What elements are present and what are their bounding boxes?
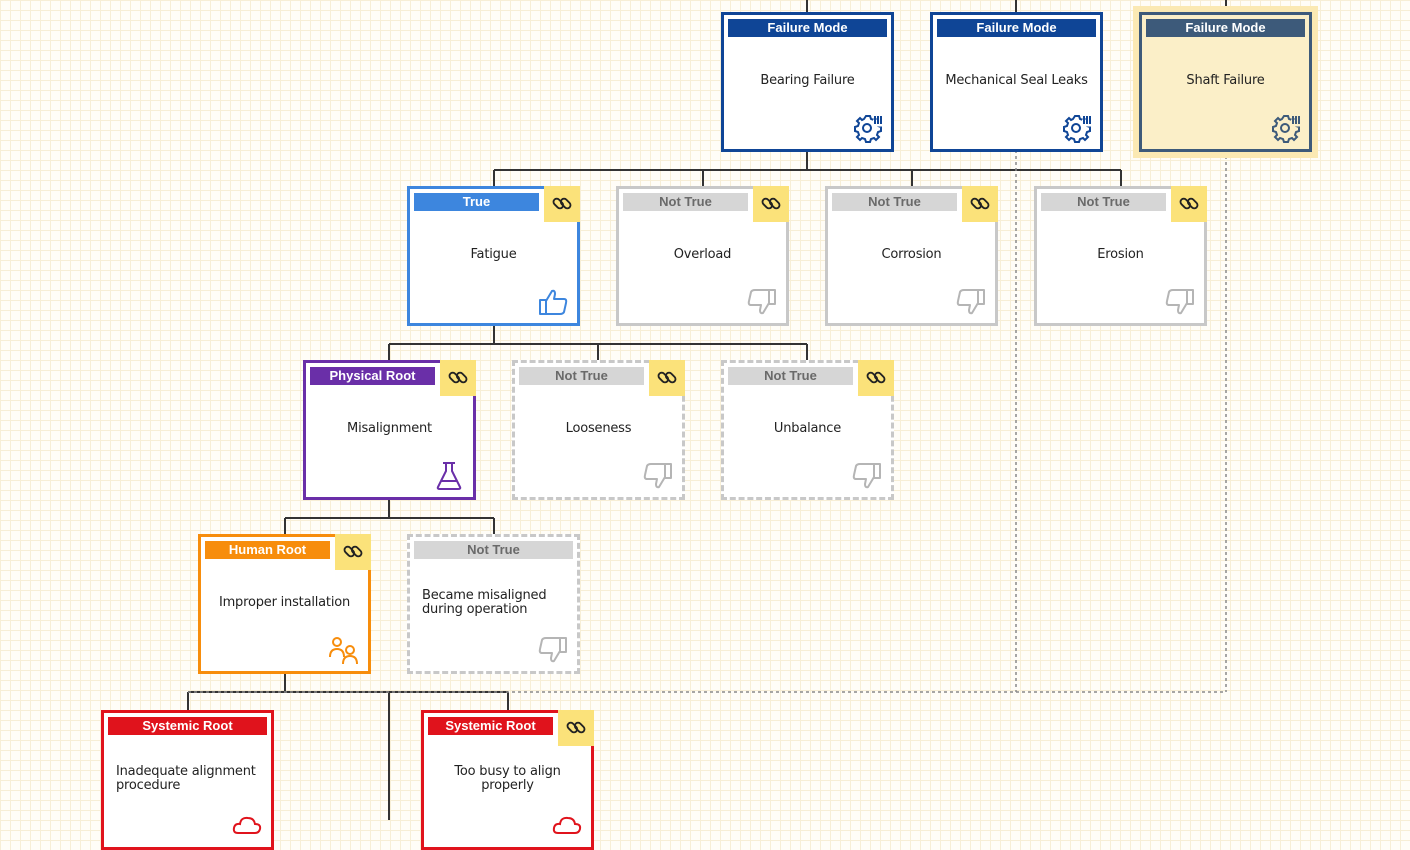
link-icon[interactable] (544, 186, 580, 222)
node-type-header: Systemic Root (108, 717, 267, 735)
node-title: Looseness (565, 421, 632, 436)
node-type-header: Not True (519, 367, 644, 385)
node-shaft-failure[interactable]: Failure Mode Shaft Failure (1139, 12, 1312, 152)
node-type-header: Failure Mode (1146, 19, 1305, 37)
node-type-header: Not True (1041, 193, 1166, 211)
link-icon[interactable] (753, 186, 789, 222)
thumbs-down-icon (1164, 287, 1196, 317)
node-improper-installation[interactable]: Human Root Improper installation (198, 534, 371, 674)
node-type-header: Not True (414, 541, 573, 559)
node-title: Mechanical Seal Leaks (945, 73, 1088, 88)
gear-chart-icon (1269, 113, 1301, 143)
thumbs-down-icon (851, 461, 883, 491)
node-type-header: True (414, 193, 539, 211)
node-unbalance[interactable]: Not True Unbalance (721, 360, 894, 500)
node-type-header: Failure Mode (728, 19, 887, 37)
gear-chart-icon (1060, 113, 1092, 143)
node-title: Corrosion (881, 247, 942, 262)
node-type-header: Failure Mode (937, 19, 1096, 37)
node-type-header: Systemic Root (428, 717, 553, 735)
thumbs-down-icon (955, 287, 987, 317)
node-title: Fatigue (470, 247, 517, 262)
node-type-header: Physical Root (310, 367, 435, 385)
link-icon[interactable] (649, 360, 685, 396)
cloud-icon (231, 811, 263, 841)
link-icon[interactable] (440, 360, 476, 396)
link-icon[interactable] (962, 186, 998, 222)
node-erosion[interactable]: Not True Erosion (1034, 186, 1207, 326)
link-icon[interactable] (1171, 186, 1207, 222)
cloud-icon (551, 811, 583, 841)
thumbs-up-icon (537, 287, 569, 317)
node-overload[interactable]: Not True Overload (616, 186, 789, 326)
node-title: Overload (673, 247, 732, 262)
node-inadequate-alignment-procedure[interactable]: Systemic Root Inadequate alignment proce… (101, 710, 274, 850)
node-bearing-failure[interactable]: Failure Mode Bearing Failure (721, 12, 894, 152)
node-title: Inadequate alignment procedure (116, 764, 256, 793)
node-type-header: Human Root (205, 541, 330, 559)
node-corrosion[interactable]: Not True Corrosion (825, 186, 998, 326)
node-title: Improper installation (218, 595, 351, 610)
node-too-busy-to-align[interactable]: Systemic Root Too busy to align properly (421, 710, 594, 850)
thumbs-down-icon (642, 461, 674, 491)
node-title: Erosion (1097, 247, 1144, 262)
link-icon[interactable] (335, 534, 371, 570)
gear-chart-icon (851, 113, 883, 143)
link-icon[interactable] (558, 710, 594, 746)
node-misalignment[interactable]: Physical Root Misalignment (303, 360, 476, 500)
node-type-header: Not True (728, 367, 853, 385)
node-type-header: Not True (623, 193, 748, 211)
people-icon (328, 635, 360, 665)
node-title: Too busy to align properly (454, 764, 561, 793)
node-title: Shaft Failure (1186, 73, 1265, 88)
node-title: Became misaligned during operation (422, 588, 547, 617)
node-title: Misalignment (347, 421, 432, 436)
node-mechanical-seal-leaks[interactable]: Failure Mode Mechanical Seal Leaks (930, 12, 1103, 152)
node-title: Unbalance (773, 421, 842, 436)
node-looseness[interactable]: Not True Looseness (512, 360, 685, 500)
node-became-misaligned[interactable]: Not True Became misaligned during operat… (407, 534, 580, 674)
node-fatigue[interactable]: True Fatigue (407, 186, 580, 326)
thumbs-down-icon (537, 635, 569, 665)
thumbs-down-icon (746, 287, 778, 317)
flask-icon (433, 461, 465, 491)
node-title: Bearing Failure (760, 73, 855, 88)
node-type-header: Not True (832, 193, 957, 211)
link-icon[interactable] (858, 360, 894, 396)
